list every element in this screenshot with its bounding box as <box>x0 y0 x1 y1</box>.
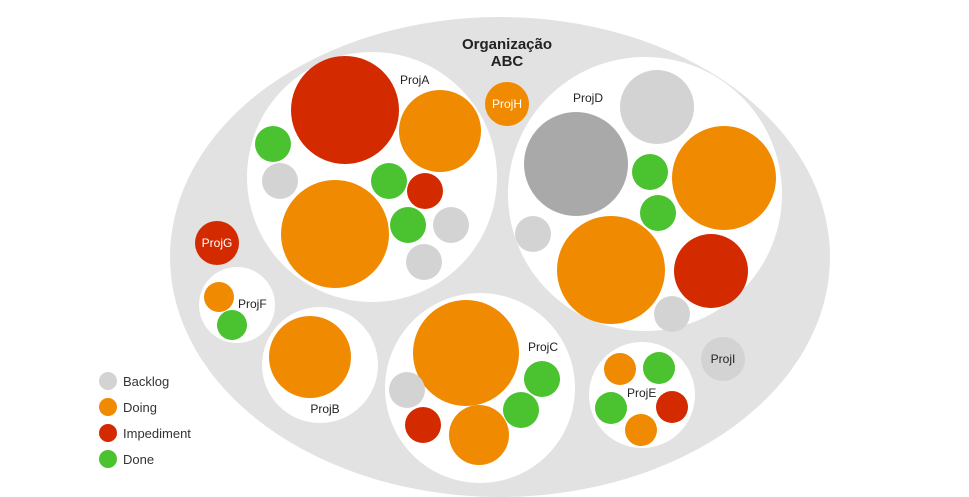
task-done[interactable] <box>390 207 426 243</box>
task-backlog[interactable] <box>389 372 425 408</box>
task-doing[interactable] <box>449 405 509 465</box>
task-done[interactable] <box>371 163 407 199</box>
legend-swatch-backlog <box>99 372 117 390</box>
project-i-label: ProjI <box>711 352 736 366</box>
organization-title-line1: Organização <box>462 36 552 53</box>
legend-swatch-done <box>99 450 117 468</box>
task-done[interactable] <box>217 310 247 340</box>
task-done[interactable] <box>595 392 627 424</box>
task-backlog[interactable] <box>515 216 551 252</box>
project-g[interactable]: ProjG <box>195 221 239 265</box>
task-doing[interactable] <box>672 126 776 230</box>
task-impediment[interactable] <box>407 173 443 209</box>
task-done[interactable] <box>632 154 668 190</box>
task-done[interactable] <box>643 352 675 384</box>
project-f-label: ProjF <box>238 297 267 311</box>
legend: Backlog Doing Impediment Done <box>99 372 191 468</box>
task-doing[interactable] <box>281 180 389 288</box>
project-c[interactable]: ProjC <box>385 293 575 483</box>
legend-label-impediment: Impediment <box>123 426 191 441</box>
task-backlog[interactable] <box>406 244 442 280</box>
task-backlog[interactable] <box>433 207 469 243</box>
project-h-circle <box>485 82 529 126</box>
task-impediment[interactable] <box>405 407 441 443</box>
project-i[interactable]: ProjI <box>701 337 745 381</box>
project-b-label: ProjB <box>310 402 339 416</box>
project-e-label: ProjE <box>627 386 656 400</box>
task-done[interactable] <box>503 392 539 428</box>
task-backlog[interactable] <box>654 296 690 332</box>
task-doing[interactable] <box>399 90 481 172</box>
legend-swatch-doing <box>99 398 117 416</box>
organization-title-line2: ABC <box>491 53 524 70</box>
task-doing[interactable] <box>413 300 519 406</box>
project-b[interactable]: ProjB <box>262 307 378 423</box>
project-a[interactable]: ProjA <box>247 52 497 302</box>
project-f[interactable]: ProjF <box>199 267 275 343</box>
project-d-label: ProjD <box>573 91 603 105</box>
legend-label-done: Done <box>123 452 154 467</box>
project-d[interactable]: ProjD <box>508 57 782 332</box>
project-g-label: ProjG <box>202 236 233 250</box>
project-c-label: ProjC <box>528 340 558 354</box>
task-impediment[interactable] <box>674 234 748 308</box>
task-backlog[interactable] <box>524 112 628 216</box>
task-impediment[interactable] <box>291 56 399 164</box>
project-i-circle <box>701 337 745 381</box>
task-backlog[interactable] <box>262 163 298 199</box>
project-a-label: ProjA <box>400 73 429 87</box>
legend-swatch-impediment <box>99 424 117 442</box>
task-doing[interactable] <box>557 216 665 324</box>
task-done[interactable] <box>640 195 676 231</box>
project-h[interactable]: ProjH <box>485 82 529 126</box>
project-h-label: ProjH <box>492 97 522 111</box>
legend-label-doing: Doing <box>123 400 157 415</box>
task-done[interactable] <box>524 361 560 397</box>
task-doing[interactable] <box>604 353 636 385</box>
task-backlog[interactable] <box>620 70 694 144</box>
project-g-circle <box>195 221 239 265</box>
task-doing[interactable] <box>204 282 234 312</box>
task-done[interactable] <box>255 126 291 162</box>
task-impediment[interactable] <box>656 391 688 423</box>
task-doing[interactable] <box>269 316 351 398</box>
task-doing[interactable] <box>625 414 657 446</box>
legend-label-backlog: Backlog <box>123 374 169 389</box>
project-e[interactable]: ProjE <box>589 342 695 448</box>
